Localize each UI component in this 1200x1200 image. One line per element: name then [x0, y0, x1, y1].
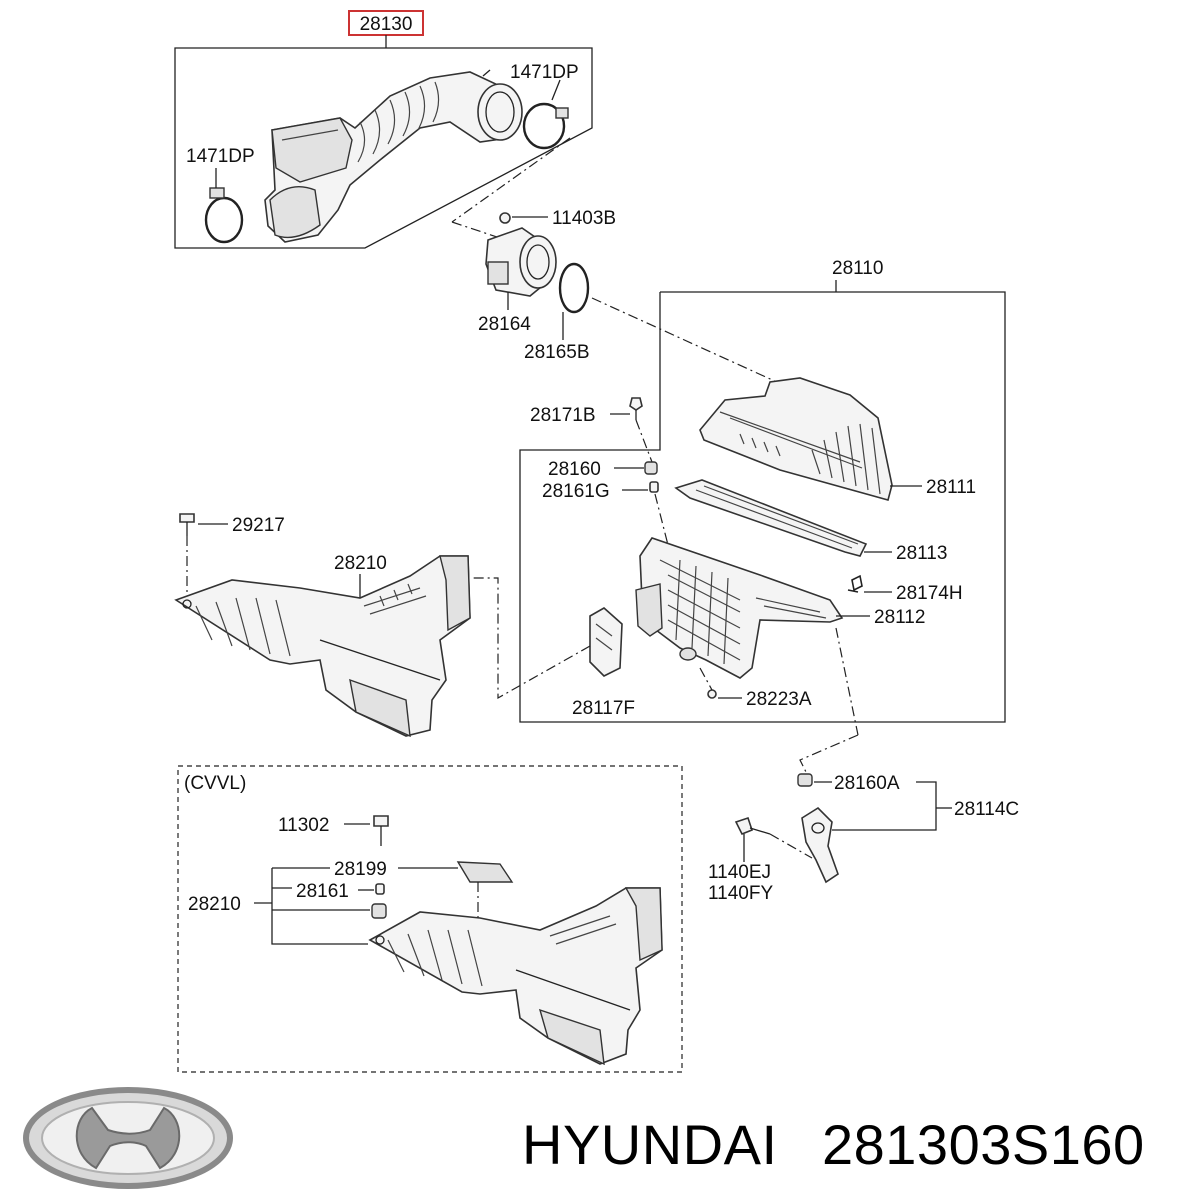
grommet-28160-cvvl — [371, 903, 387, 919]
label-28112: 28112 — [874, 607, 925, 628]
o-ring — [558, 262, 590, 314]
label-28161g: 28161G — [542, 481, 610, 502]
label-1471dp-left: 1471DP — [186, 146, 255, 167]
label-28161: 28161 — [296, 881, 349, 902]
label-28223a: 28223A — [746, 689, 812, 710]
air-flow-sensor-group: 11403B 28164 28165B — [451, 137, 791, 389]
label-cvvl: (CVVL) — [184, 773, 246, 794]
label-28113: 28113 — [896, 543, 947, 564]
grommet-28160 — [644, 461, 658, 475]
label-28165b: 28165B — [524, 342, 590, 363]
label-11302: 11302 — [278, 815, 329, 836]
label-28164: 28164 — [478, 314, 531, 335]
grommet-28161g — [649, 481, 659, 493]
clip-28174h — [847, 574, 863, 593]
grommet-28160a — [797, 773, 813, 787]
air-hose-shape — [264, 71, 521, 243]
label-28130: 28130 — [360, 14, 413, 35]
air-cleaner-group: 28110 28111 28113 28112 28174H 28171B — [470, 258, 1006, 736]
label-28110: 28110 — [832, 258, 883, 279]
bolt-1140 — [734, 816, 753, 836]
grommet-28161 — [375, 883, 385, 895]
label-28210-top: 28210 — [334, 553, 387, 574]
hose-clamp-left — [204, 196, 244, 244]
label-29217: 29217 — [232, 515, 285, 536]
resonator-duct-bottom — [368, 887, 663, 1065]
seal-28117f — [589, 607, 623, 677]
label-28174h: 28174H — [896, 583, 963, 604]
mounting-bracket — [801, 806, 839, 884]
bolt-11302 — [373, 815, 389, 827]
label-11403b: 11403B — [552, 208, 616, 229]
air-cleaner-lower-case — [639, 537, 844, 679]
hyundai-logo — [23, 1087, 233, 1189]
label-28117f: 28117F — [572, 698, 635, 719]
part-number: 281303S160 — [822, 1113, 1145, 1176]
screw-28223a — [707, 689, 717, 699]
label-1140ej: 1140EJ — [708, 862, 771, 883]
label-28171b: 28171B — [530, 405, 596, 426]
cvvl-group: (CVVL) 11302 28199 28161 28210 — [177, 765, 683, 1073]
brand-name: HYUNDAI — [522, 1113, 778, 1176]
label-28210-bottom: 28210 — [188, 894, 241, 915]
hose-clamp-right — [522, 102, 566, 150]
label-28114c: 28114C — [954, 799, 1019, 820]
resonator-duct-top-group: 29217 28210 — [174, 513, 471, 738]
label-28160a: 28160A — [834, 773, 900, 794]
bracket-group: 28160A 28114C 1140EJ 1140FY — [708, 734, 1019, 904]
label-plate-28199 — [456, 861, 514, 883]
intake-hose-group: 28130 1471DP 1471DP — [174, 10, 593, 249]
label-28199: 28199 — [334, 859, 387, 880]
bolt-28171b — [629, 397, 643, 411]
resonator-duct-top — [174, 555, 471, 737]
label-28160: 28160 — [548, 459, 601, 480]
label-28111: 28111 — [926, 477, 976, 498]
screw-29217 — [179, 513, 195, 523]
label-1140fy: 1140FY — [708, 883, 773, 904]
label-1471dp-right: 1471DP — [510, 62, 579, 83]
